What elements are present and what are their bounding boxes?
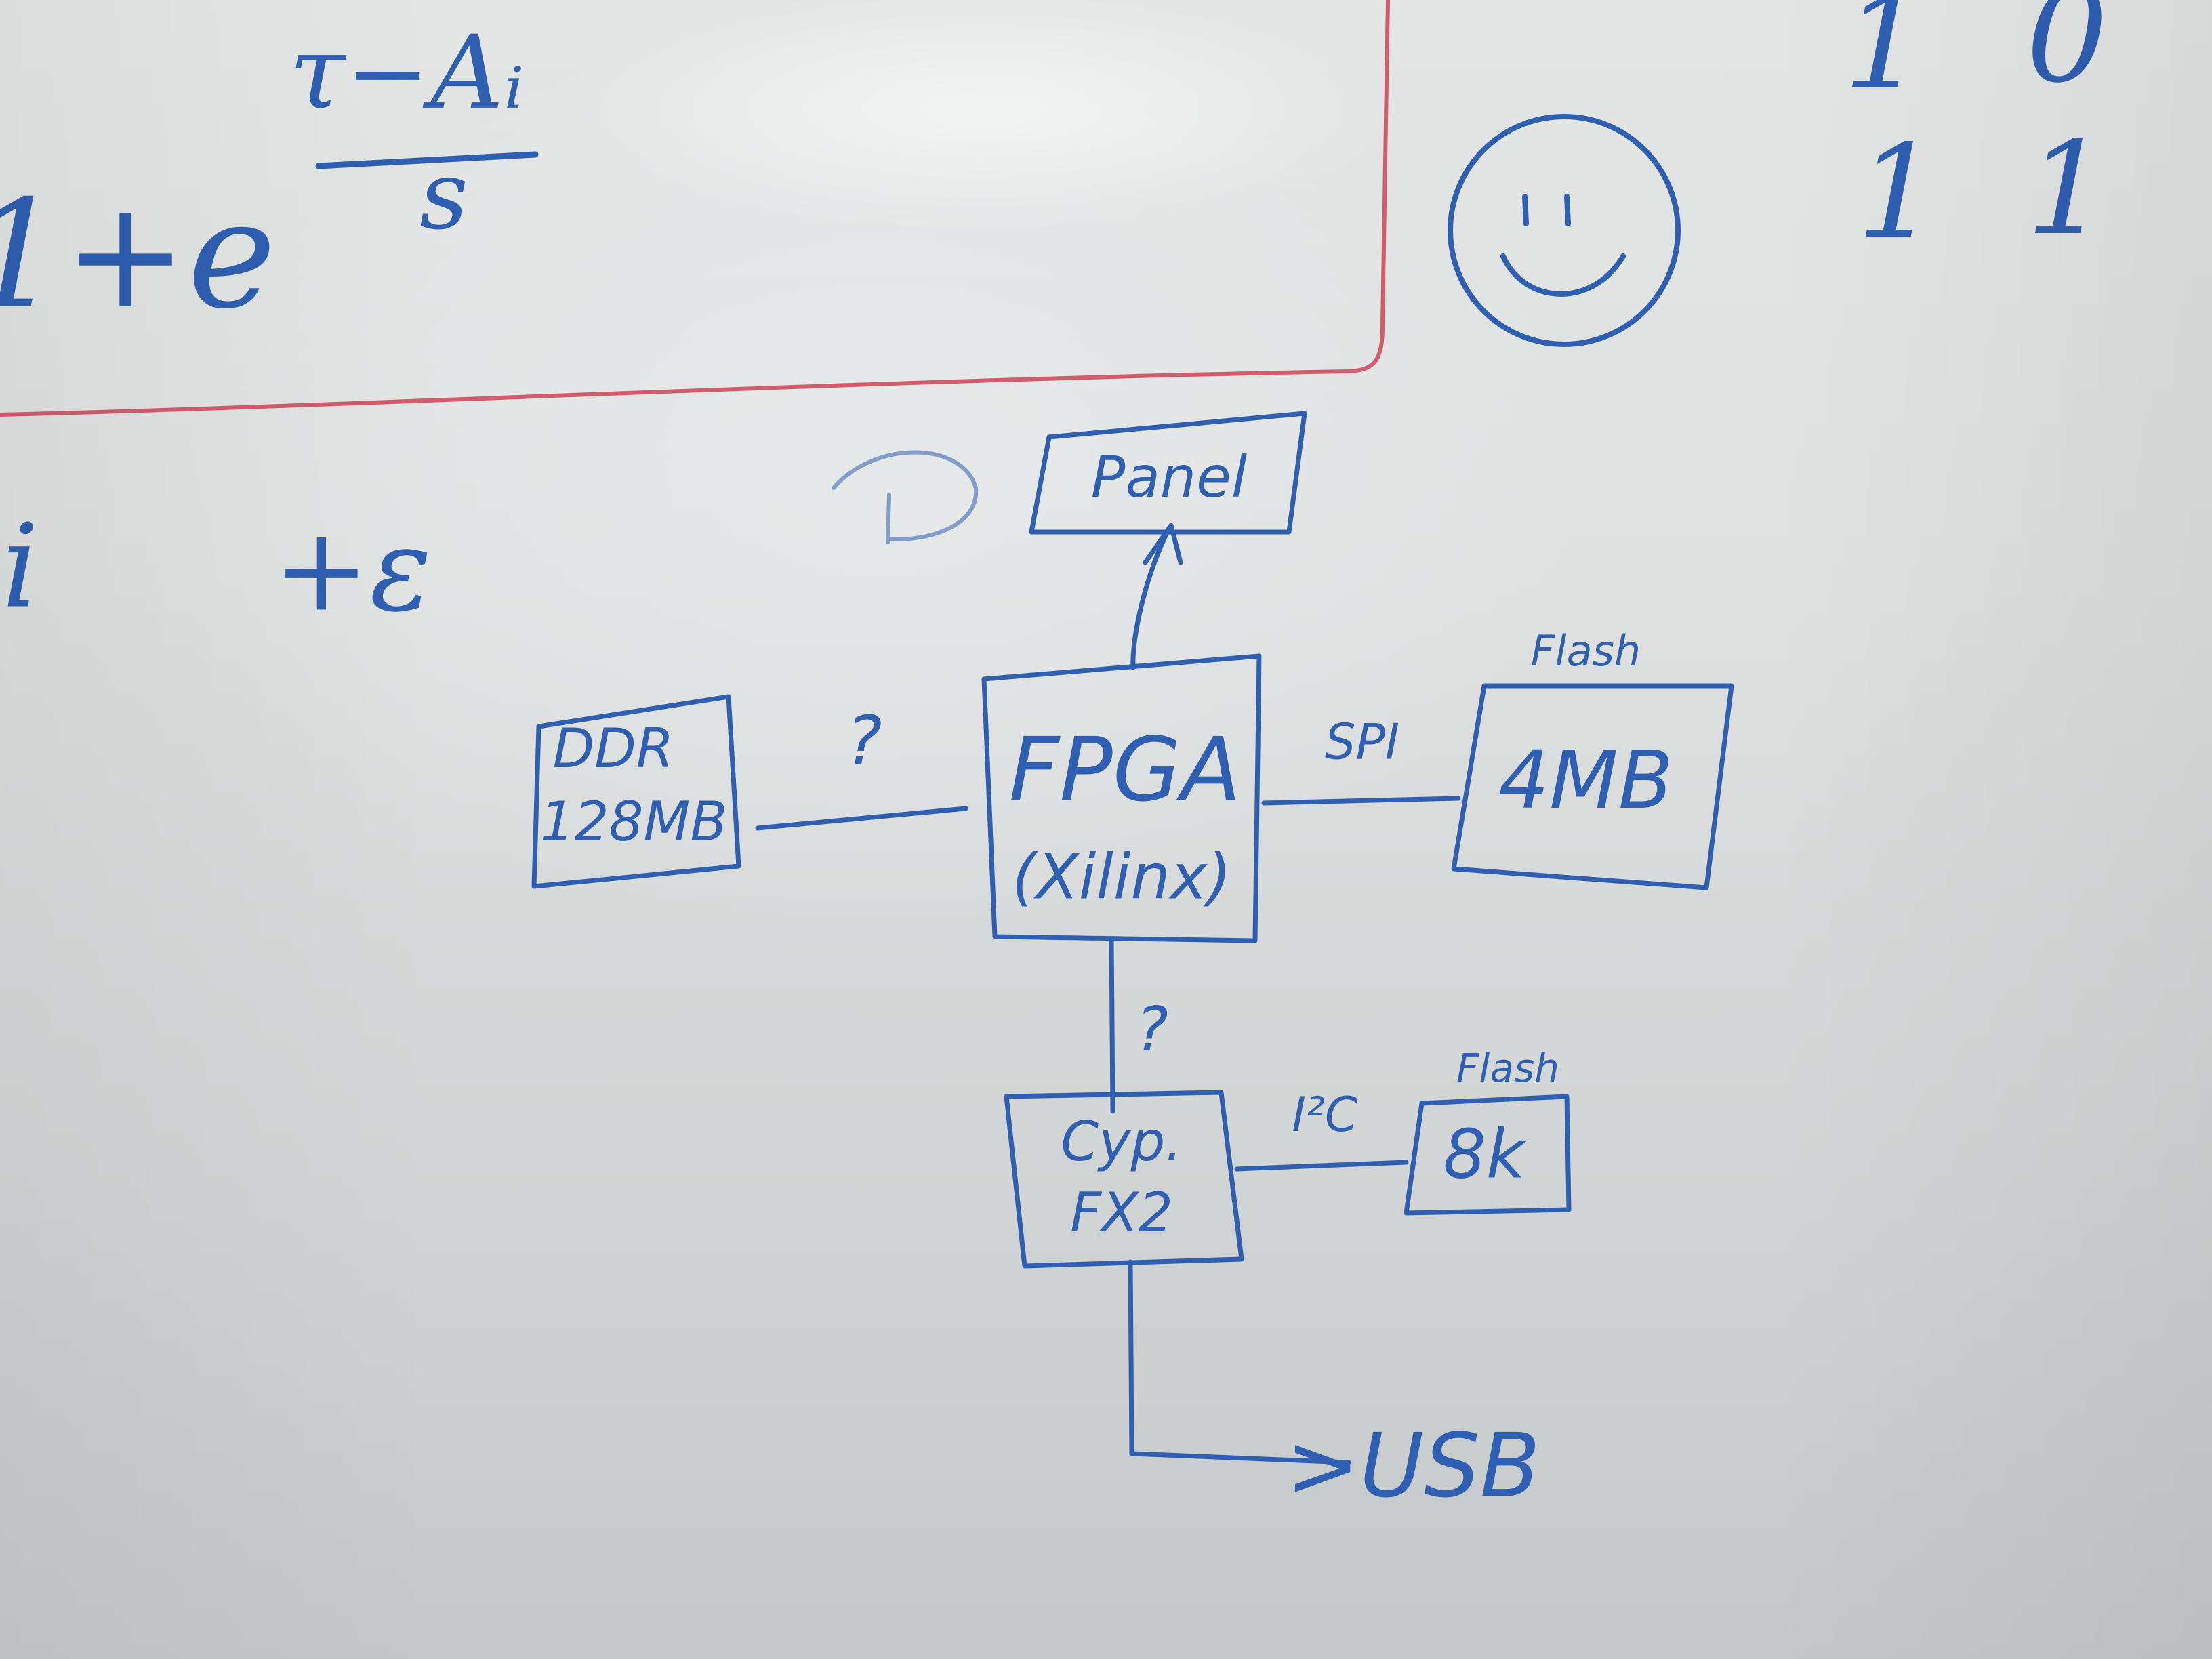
diagram-connections xyxy=(755,523,1461,1465)
node-cypress: Cyp. FX2 xyxy=(1004,1090,1244,1269)
binary-digit-r2c1: 1 xyxy=(1857,117,1939,267)
formula-box xyxy=(0,0,1390,417)
binary-digit-r2c2: 1 xyxy=(2026,114,2108,264)
i2c-edge-label: I²C xyxy=(1292,1087,1358,1143)
flash-i2c-top-label: Flash xyxy=(1456,1045,1559,1091)
fpga-flash-edge xyxy=(1261,796,1461,806)
left-fragment: i xyxy=(2,499,39,634)
flash-i2c-label: 8k xyxy=(1443,1114,1528,1193)
scribble-d xyxy=(832,450,979,544)
ddr-label: DDR xyxy=(553,717,674,780)
node-flash-spi: Flash 4MB xyxy=(1451,626,1734,890)
fpga-label: FPGA xyxy=(1009,718,1242,821)
formula-base: 1+e xyxy=(0,168,276,342)
cypress-sublabel: FX2 xyxy=(1070,1181,1173,1244)
binary-digit-r1c2: 0 xyxy=(2026,0,2108,111)
node-flash-i2c: Flash 8k xyxy=(1404,1045,1572,1216)
formula-denominator: s xyxy=(419,141,468,251)
cypress-label: Cyp. xyxy=(1061,1110,1182,1173)
panel-label: Panel xyxy=(1091,444,1247,510)
fraction-bar xyxy=(315,151,539,169)
node-usb: >USB xyxy=(1286,1414,1540,1517)
formula-numerator: τ−Aᵢ xyxy=(289,14,524,132)
ddr-fpga-edge xyxy=(755,806,968,831)
node-panel: Panel xyxy=(1029,411,1307,535)
smiley-face-icon xyxy=(1448,114,1681,347)
node-fpga: FPGA (Xilinx) xyxy=(981,653,1262,943)
formula: τ−Aᵢ s 1+e xyxy=(0,14,539,342)
flash-spi-top-label: Flash xyxy=(1531,626,1641,676)
spi-edge-label: SPI xyxy=(1325,714,1399,771)
panel-arrowhead-icon xyxy=(1143,523,1183,565)
node-ddr: DDR 128MB xyxy=(531,694,741,889)
fpga-panel-edge xyxy=(1130,526,1172,670)
ddr-sublabel: 128MB xyxy=(540,790,728,853)
usb-label: >USB xyxy=(1286,1414,1540,1517)
epsilon-term: +ε xyxy=(273,503,432,637)
ddr-fpga-edge-label: ? xyxy=(846,701,882,780)
flash-spi-label: 4MB xyxy=(1498,733,1673,827)
cypress-flash-edge xyxy=(1234,1160,1409,1172)
cypress-usb-edge xyxy=(1128,1259,1351,1465)
binary-digit-r1c1: 1 xyxy=(1843,0,1925,118)
fpga-cypress-edge xyxy=(1109,936,1115,1114)
fpga-sublabel: (Xilinx) xyxy=(1012,840,1231,913)
fpga-cypress-edge-label: ? xyxy=(1136,994,1168,1065)
